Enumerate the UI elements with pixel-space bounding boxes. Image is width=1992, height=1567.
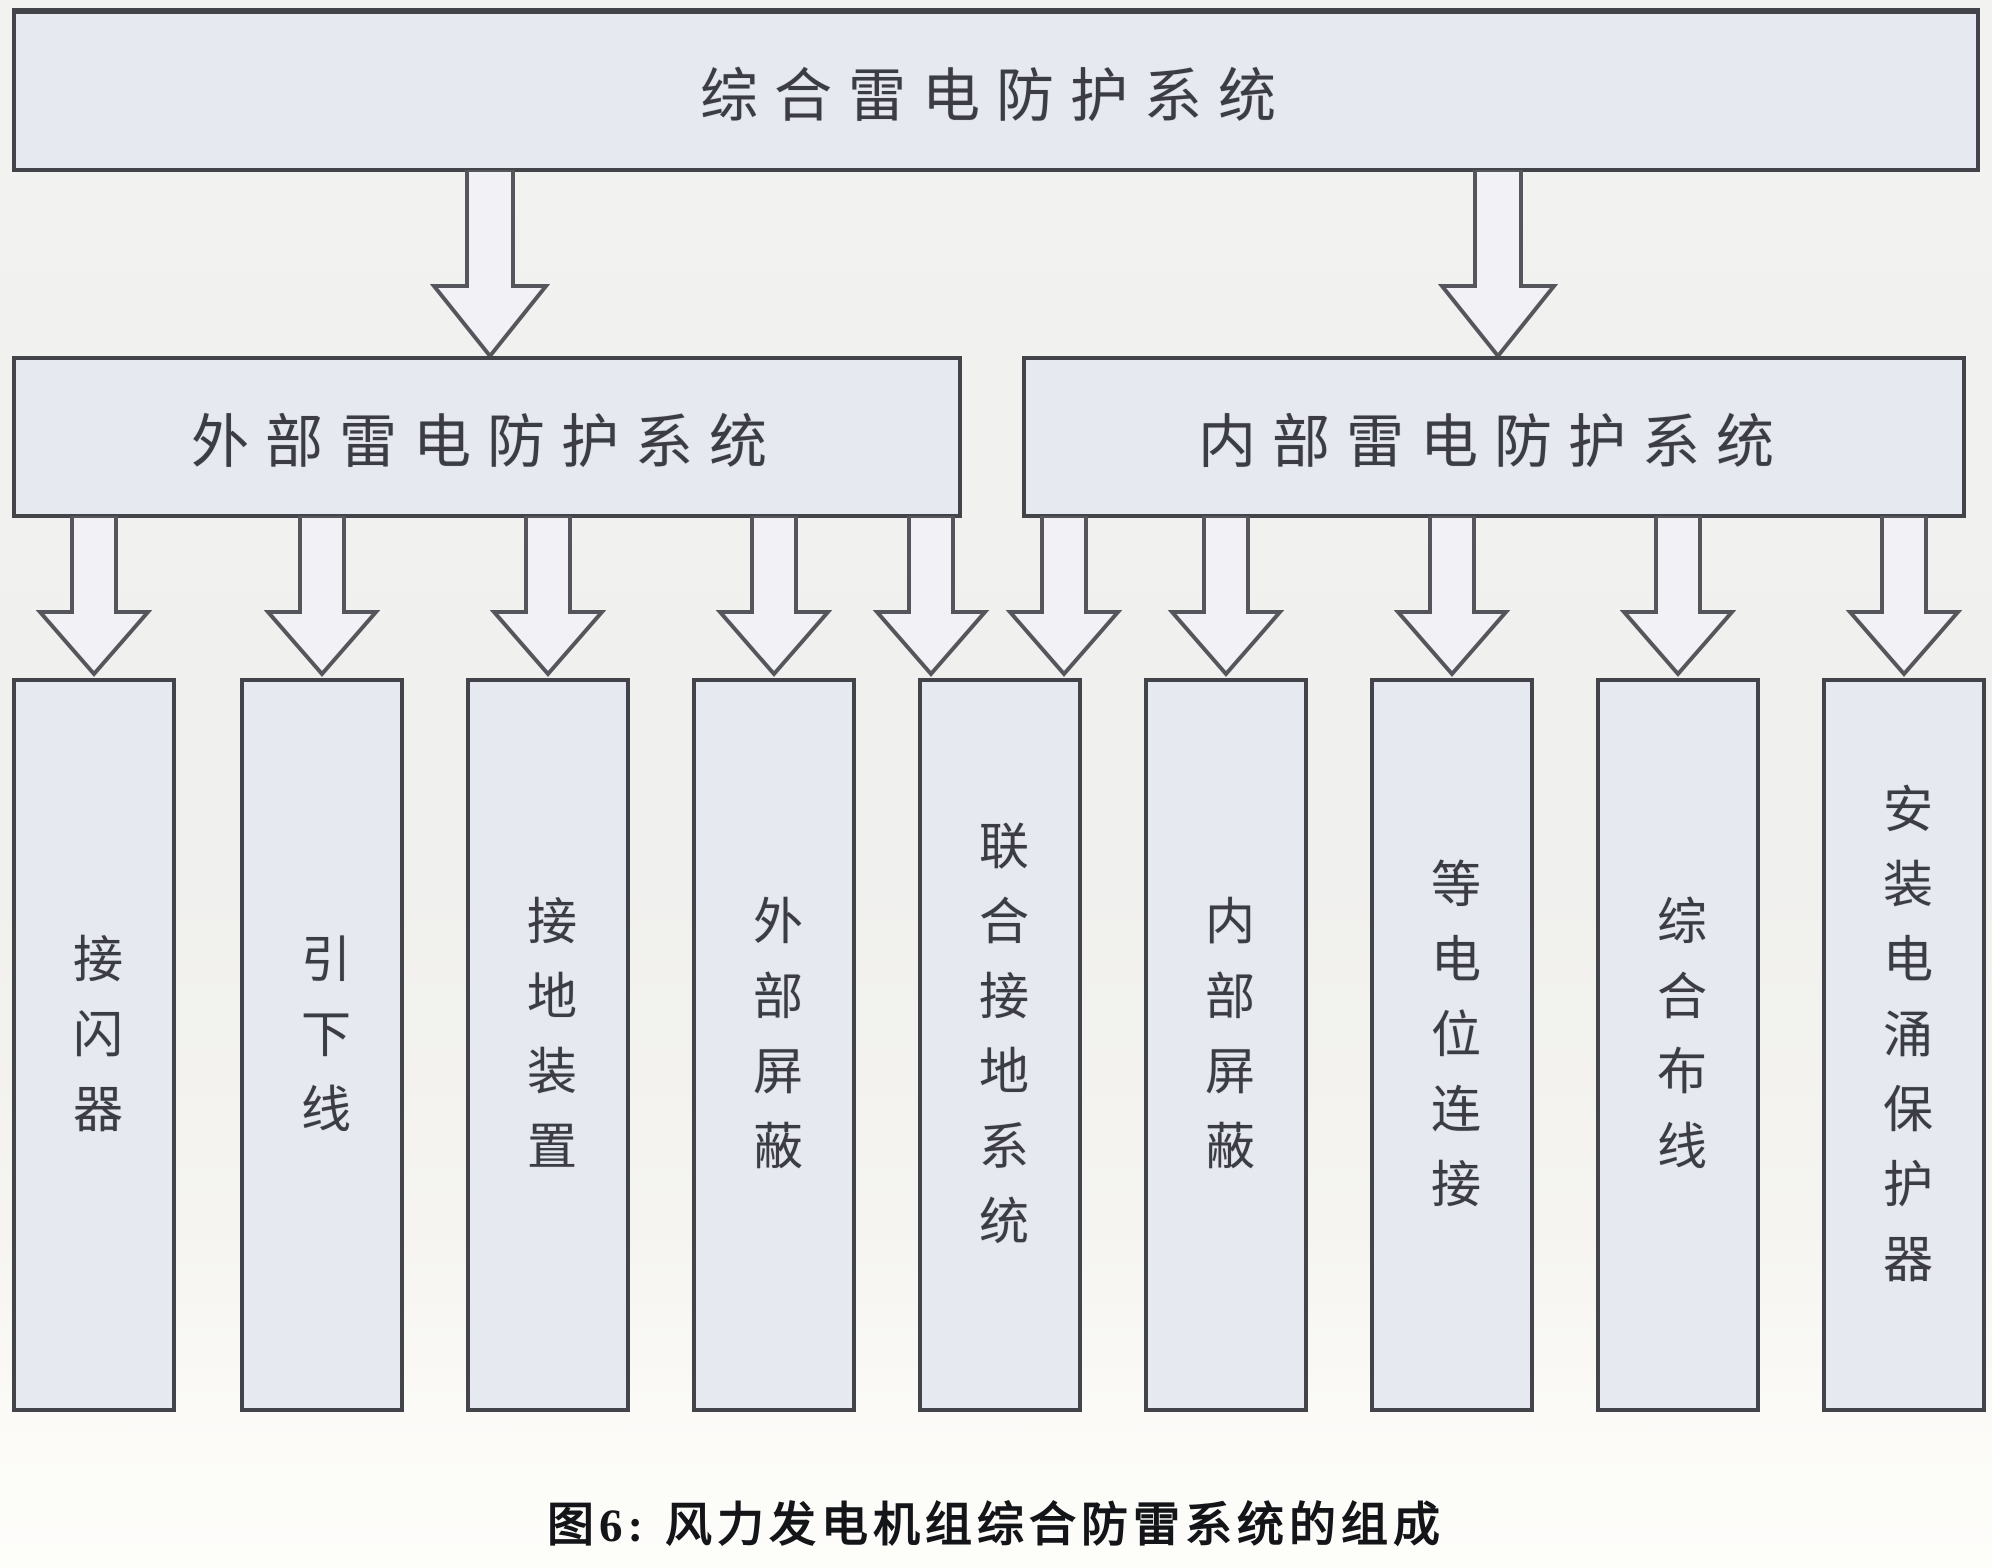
arrow-internal-to-leaf-7 [1393, 516, 1511, 678]
leaf-box-external-shielding: 外部屏蔽 [692, 678, 856, 1412]
leaf-box-down-conductor: 引下线 [240, 678, 404, 1412]
arrow-root-to-external [430, 170, 550, 358]
external-system-box: 外部雷电防护系统 [12, 356, 962, 518]
leaf-box-surge-protector: 安装电涌保护器 [1822, 678, 1986, 1412]
leaf-box-integrated-wiring: 综合布线 [1596, 678, 1760, 1412]
arrow-root-to-internal [1438, 170, 1558, 358]
root-system-label: 综合雷电防护系统 [699, 64, 1292, 129]
leaf-label-grounding-device: 接地装置 [520, 895, 576, 1195]
arrow-external-to-leaf-3 [489, 516, 607, 678]
arrow-internal-to-leaf-6 [1167, 516, 1285, 678]
arrow-external-to-leaf-5 [872, 516, 990, 678]
leaf-label-integrated-wiring: 综合布线 [1650, 895, 1706, 1195]
leaf-label-external-shielding: 外部屏蔽 [746, 895, 802, 1195]
internal-system-label: 内部雷电防护系统 [1197, 410, 1790, 475]
leaf-label-surge-protector: 安装电涌保护器 [1876, 782, 1932, 1308]
external-system-label: 外部雷电防护系统 [190, 410, 783, 475]
leaf-label-air-terminal: 接闪器 [66, 932, 122, 1158]
arrow-external-to-leaf-1 [35, 516, 153, 678]
leaf-label-internal-shielding: 内部屏蔽 [1198, 895, 1254, 1195]
leaf-box-internal-shielding: 内部屏蔽 [1144, 678, 1308, 1412]
arrow-internal-to-leaf-8 [1619, 516, 1737, 678]
leaf-box-grounding-device: 接地装置 [466, 678, 630, 1412]
internal-system-box: 内部雷电防护系统 [1022, 356, 1966, 518]
figure-caption: 图6: 风力发电机组综合防雷系统的组成 [547, 1500, 1445, 1552]
leaf-box-equipotential-bonding: 等电位连接 [1370, 678, 1534, 1412]
leaf-label-equipotential-bonding: 等电位连接 [1424, 857, 1480, 1233]
leaf-box-combined-grounding-system: 联合接地系统 [918, 678, 1082, 1412]
arrow-external-to-leaf-4 [715, 516, 833, 678]
leaf-label-combined-grounding-system: 联合接地系统 [972, 820, 1028, 1270]
leaf-label-down-conductor: 引下线 [294, 932, 350, 1158]
arrow-internal-to-leaf-9 [1845, 516, 1963, 678]
arrow-internal-to-leaf-5 [1005, 516, 1123, 678]
arrow-external-to-leaf-2 [263, 516, 381, 678]
leaf-box-air-terminal: 接闪器 [12, 678, 176, 1412]
root-system-box: 综合雷电防护系统 [12, 8, 1980, 172]
